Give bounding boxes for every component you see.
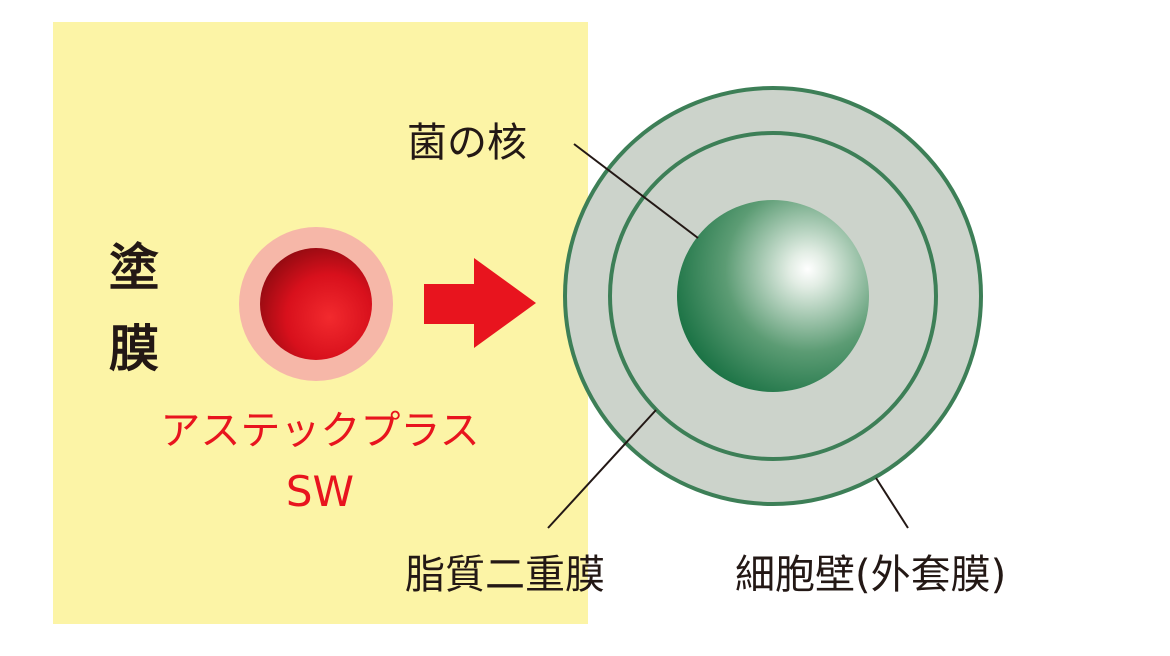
coating-label-top: 塗 [109, 239, 159, 297]
bacterium-nucleus [677, 200, 869, 392]
cell-wall-leader-line [875, 477, 909, 529]
lipid-leader-line [547, 409, 657, 529]
product-name-line1: アステックプラス [160, 408, 479, 454]
coating-label-bottom: 膜 [109, 320, 159, 378]
product-name-line2: SW [286, 467, 354, 516]
lipid-bilayer [608, 131, 938, 461]
cell-wall-label: 細胞壁(外套膜) [735, 552, 1006, 598]
right-arrow-icon [424, 258, 536, 348]
agent-particle-core [260, 248, 372, 360]
nucleus-label: 菌の核 [407, 120, 527, 166]
nucleus-leader-line [573, 143, 699, 239]
lipid-bilayer-label: 脂質二重膜 [405, 552, 605, 598]
